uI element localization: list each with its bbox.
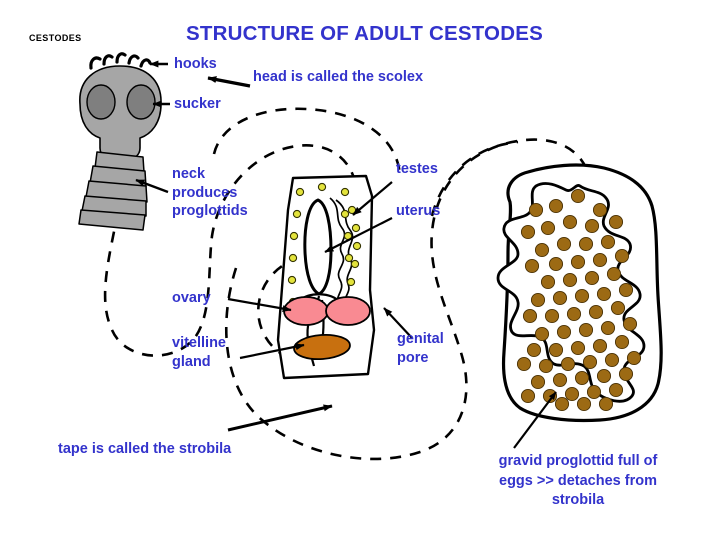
- label-vitelline-gland: vitelline gland: [172, 335, 226, 370]
- leader-strobila: [227, 404, 333, 432]
- scolex-group: [78, 52, 162, 231]
- label-genital-pore: genital pore: [397, 331, 444, 366]
- leader-ovary: [227, 297, 292, 313]
- leader-scolex: [207, 76, 251, 88]
- mature-proglottid: [276, 174, 376, 380]
- label-sucker: sucker: [174, 96, 221, 112]
- testes-dots: [287, 182, 362, 307]
- sucker-left: [86, 84, 116, 120]
- gravid-proglottid: [496, 163, 663, 423]
- hooks-icon: [89, 52, 152, 70]
- label-uterus: uterus: [396, 203, 441, 219]
- uterus-sac: [303, 198, 333, 296]
- leader-neck: [135, 178, 169, 194]
- label-strobila: tape is called the strobila: [58, 441, 232, 457]
- neck-segments: [78, 151, 148, 231]
- corner-tag: CESTODES: [29, 33, 82, 43]
- leader-vitelline: [239, 343, 305, 360]
- egg-dots: [516, 188, 642, 412]
- label-scolex: head is called the scolex: [253, 69, 424, 85]
- leader-lines: [135, 60, 557, 449]
- label-hooks: hooks: [174, 56, 217, 72]
- label-testes: testes: [396, 161, 438, 177]
- vitelline-gland-shape: [293, 333, 351, 361]
- leader-testes: [352, 181, 393, 216]
- uterus-duct: [329, 197, 346, 307]
- strobila-upper-coil: [212, 107, 519, 217]
- caption-gravid-proglottid: gravid proglottid full of eggs >> detach…: [498, 453, 658, 509]
- ovary-right: [325, 296, 371, 326]
- page-title: STRUCTURE OF ADULT CESTODES: [186, 22, 543, 45]
- leader-uterus: [324, 217, 393, 253]
- sucker-right: [126, 84, 156, 120]
- label-ovary: ovary: [172, 290, 211, 306]
- leader-gravid: [513, 391, 557, 449]
- label-neck: neck produces proglottids: [172, 166, 248, 220]
- leader-genital-pore: [383, 307, 413, 339]
